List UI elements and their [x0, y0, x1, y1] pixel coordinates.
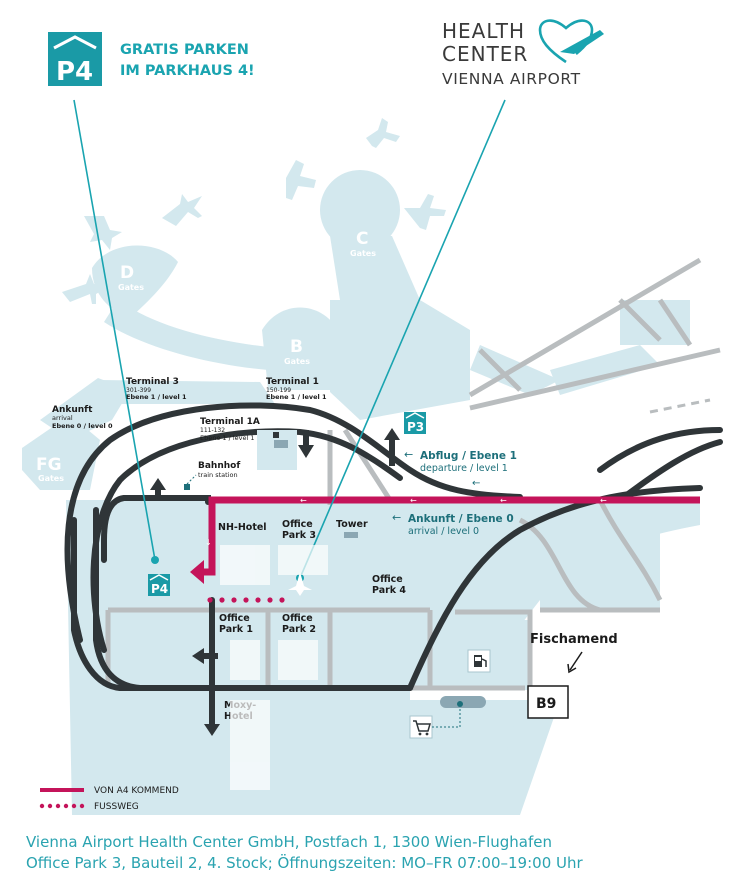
- terminal-1-range: 150-199: [266, 387, 291, 394]
- dark-roads: [64, 402, 723, 733]
- b9-label: B9: [536, 696, 556, 712]
- promo-line-2: IM PARKHAUS 4!: [120, 63, 255, 79]
- arrival-left-title: Ankunft: [52, 405, 93, 415]
- terminal-labels: Terminal 3 301-399 Ebene 1 / level 1 Ter…: [52, 377, 327, 479]
- footer-line-1: Vienna Airport Health Center GmbH, Postf…: [26, 833, 553, 851]
- arrival-sub: arrival / level 0: [408, 526, 479, 537]
- office-park-3-line2: Park 3: [282, 530, 316, 541]
- office-park-4-line1: Office: [372, 574, 403, 585]
- fuel-icon: [467, 649, 491, 673]
- fischamend-arrowhead-icon: [567, 663, 577, 674]
- gate-fg-letter: FG: [36, 455, 62, 475]
- svg-text:←: ←: [300, 496, 307, 505]
- logo-line-3: VIENNA AIRPORT: [442, 70, 581, 88]
- terminal-1a-station: [274, 440, 288, 448]
- shopping-building: [440, 696, 486, 708]
- road-arrows: [150, 428, 400, 736]
- health-center-airplane-icon: [288, 572, 312, 596]
- office-park-1-line2: Park 1: [219, 624, 253, 635]
- route-arrow: [190, 560, 204, 584]
- footer-line-2: Office Park 3, Bauteil 2, 4. Stock; Öffn…: [26, 854, 583, 872]
- departure-title: Abflug / Ebene 1: [420, 450, 517, 462]
- promo-line-1: GRATIS PARKEN: [120, 42, 249, 58]
- rail-line: [649, 398, 711, 414]
- p3-parking-icon: P3: [404, 412, 426, 434]
- arrival-arrow-icon: ←: [392, 511, 401, 524]
- legend-walk-swatch: [39, 803, 85, 809]
- gate-labels: D Gates C Gates B Gates FG Gates: [36, 229, 376, 483]
- route-from-a4: [200, 496, 700, 576]
- office-park-4-line2: Park 4: [372, 585, 406, 596]
- office-park-1-line1: Office: [219, 613, 250, 624]
- tower-label: Tower: [336, 519, 368, 530]
- planes-decoration: [146, 209, 178, 245]
- heart-plane-icon: [538, 19, 604, 64]
- p4-map-label: P4: [151, 582, 168, 596]
- gate-c-suffix: Gates: [350, 249, 376, 258]
- departure-sub: departure / level 1: [420, 463, 508, 474]
- p4-promo-label: P4: [56, 57, 93, 87]
- bahnhof-title: Bahnhof: [198, 461, 240, 471]
- terminal-3-range: 301-399: [126, 387, 151, 394]
- b9-road-sign: B9: [527, 685, 569, 719]
- shopping-cart-icon: [409, 715, 433, 739]
- gate-b-suffix: Gates: [284, 357, 310, 366]
- arrival-left-level: Ebene 0 / level 0: [52, 422, 113, 430]
- svg-text:←: ←: [410, 496, 417, 505]
- office-park-2-line2: Park 2: [282, 624, 316, 635]
- bahnhof-marker: [184, 484, 190, 490]
- tower-marker: [344, 532, 358, 538]
- terminal-3-level: Ebene 1 / level 1: [126, 393, 187, 401]
- health-center-logo: HEALTH CENTER VIENNA AIRPORT: [442, 20, 581, 89]
- fischamend-arrow-icon: [569, 651, 583, 671]
- terminal-1a-marker: [273, 432, 279, 438]
- departure-arrival-labels: Abflug / Ebene 1 departure / level 1 ← A…: [392, 448, 517, 537]
- logo-line-1: HEALTH: [442, 19, 526, 43]
- gate-b-letter: B: [290, 337, 303, 357]
- gate-c-letter: C: [356, 229, 368, 249]
- p4-promo-badge: P4: [48, 32, 102, 87]
- arrival-left-sub: arrival: [52, 414, 73, 422]
- svg-text:←: ←: [500, 496, 507, 505]
- terminal-1-level: Ebene 1 / level 1: [266, 393, 327, 401]
- departure-road-arrow-icon: ←: [472, 478, 480, 489]
- svg-text:↓: ↓: [205, 538, 212, 547]
- terminal-1-name: Terminal 1: [266, 377, 319, 387]
- bahnhof-leader: [186, 474, 197, 485]
- terminal-1a-range: 111-132: [200, 427, 225, 434]
- walking-path: [207, 597, 285, 603]
- nh-hotel-label: NH-Hotel: [218, 522, 267, 533]
- terminal-3-name: Terminal 3: [126, 377, 179, 387]
- pointer-lines: [73, 99, 506, 579]
- bahnhof-sub: train station: [198, 471, 238, 479]
- p4-parking-icon: P4: [148, 574, 170, 596]
- gate-d-letter: D: [120, 263, 134, 283]
- map-legend: VON A4 KOMMEND FUSSWEG: [39, 786, 179, 812]
- fischamend-label: Fischamend: [530, 632, 618, 647]
- p3-label: P3: [407, 420, 424, 434]
- terminal-1a-name: Terminal 1A: [200, 417, 260, 427]
- shop-marker: [457, 701, 463, 707]
- airplane-icon: [62, 118, 446, 304]
- office-park-3-line1: Office: [282, 519, 313, 530]
- logo-line-2: CENTER: [442, 42, 529, 66]
- p4-pointer-dot: [151, 556, 159, 564]
- footer-address: Vienna Airport Health Center GmbH, Postf…: [26, 832, 583, 874]
- gate-fg-suffix: Gates: [38, 474, 64, 483]
- svg-text:←: ←: [600, 496, 607, 505]
- legend-route-label: VON A4 KOMMEND: [94, 786, 179, 796]
- route-direction-marks: ← ← ← ← ↓: [205, 496, 607, 547]
- office-park-2-line1: Office: [282, 613, 313, 624]
- terminal-1a-level: Ebene 1 / level 1: [200, 434, 255, 442]
- legend-walk-label: FUSSWEG: [94, 802, 139, 812]
- promo-text: GRATIS PARKEN IM PARKHAUS 4!: [120, 40, 255, 82]
- arrival-title: Ankunft / Ebene 0: [408, 513, 514, 525]
- gate-d-suffix: Gates: [118, 283, 144, 292]
- departure-arrow-icon: ←: [404, 448, 413, 461]
- building-blocks: [220, 545, 328, 790]
